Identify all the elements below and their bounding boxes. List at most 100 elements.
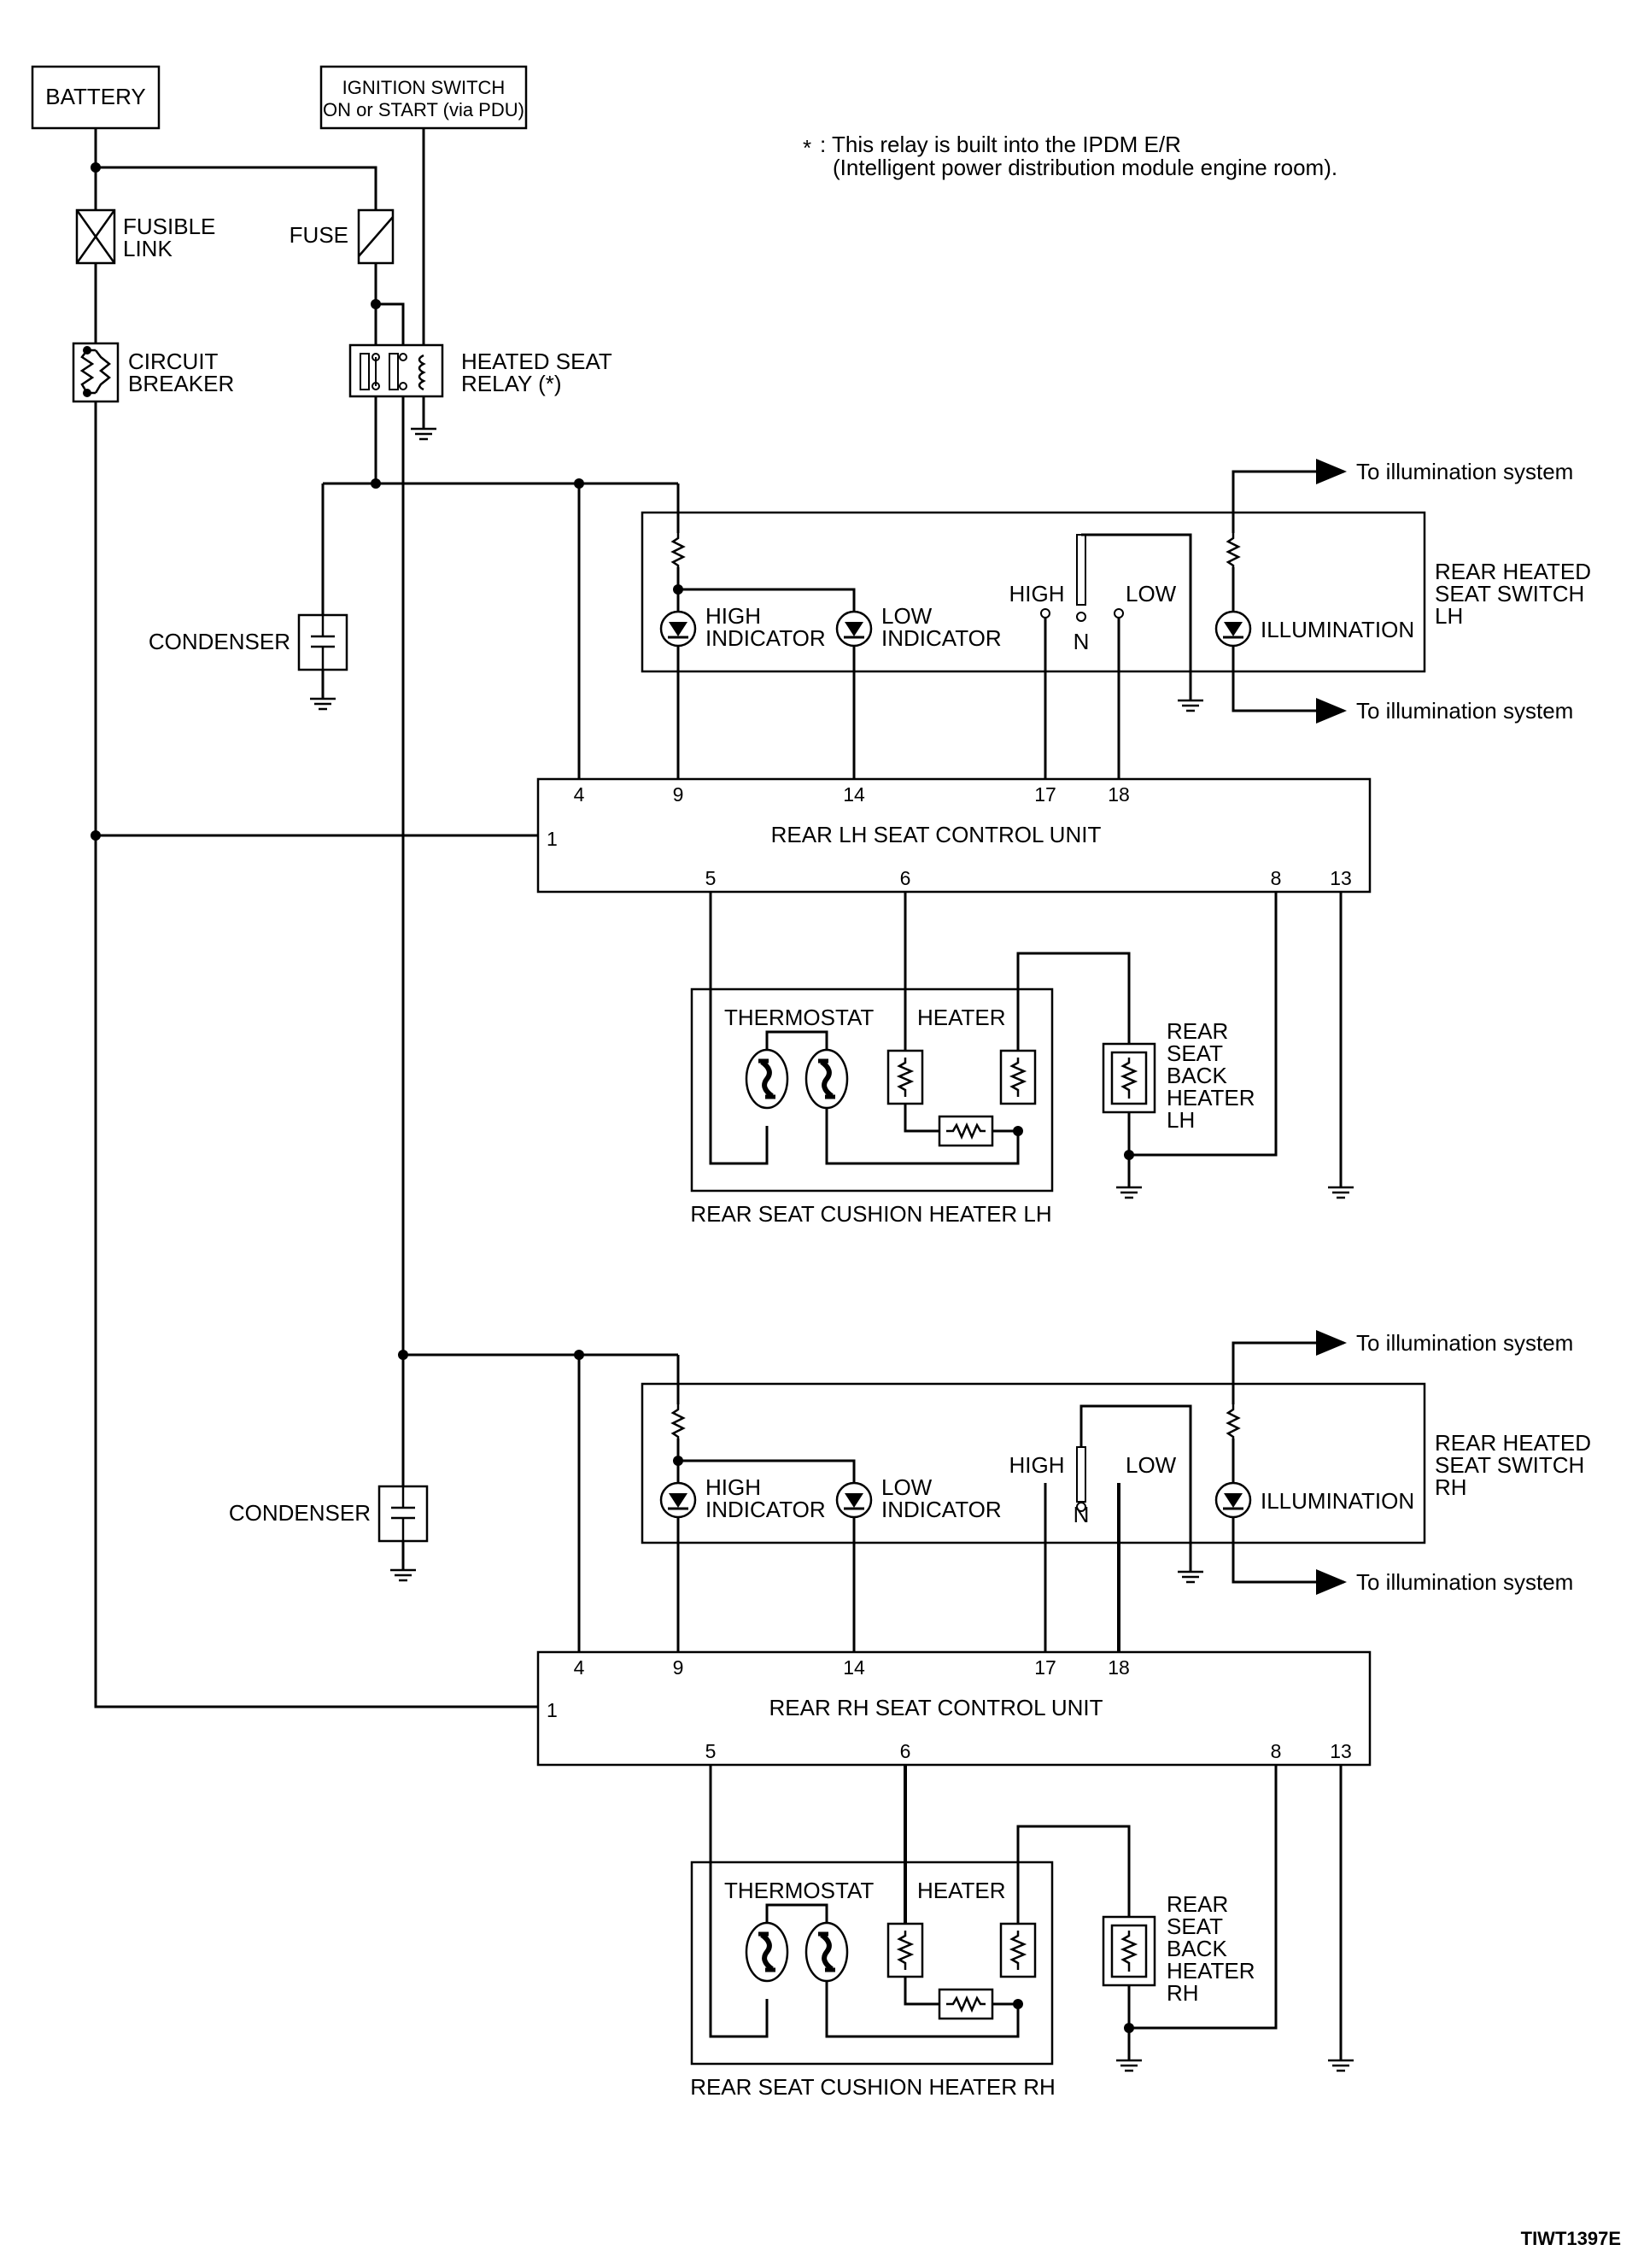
lh-low-indicator-label-1: LOW bbox=[881, 603, 933, 629]
lh-cushion-heater-box bbox=[690, 987, 1054, 1193]
lh-heater-element-2-icon bbox=[999, 1049, 1037, 1105]
lh-pin-6: 6 bbox=[900, 867, 911, 889]
battery-box bbox=[31, 65, 161, 130]
rh-low-indicator-label-2: INDICATOR bbox=[881, 1497, 1002, 1522]
lh-back-heater-label-1: REAR bbox=[1167, 1018, 1228, 1044]
rh-pin-8: 8 bbox=[1271, 1740, 1282, 1762]
lh-pin-18: 18 bbox=[1108, 783, 1130, 806]
rh-cushion-heater-label: REAR SEAT CUSHION HEATER RH bbox=[690, 2074, 1056, 2100]
rh-high-indicator-label-2: INDICATOR bbox=[705, 1497, 826, 1522]
rh-low-indicator-icon bbox=[835, 1481, 873, 1519]
lh-switch-low-terminal bbox=[1114, 608, 1124, 618]
rh-thermostat-out-wire bbox=[825, 1980, 1020, 2038]
rh-heater-link-wire bbox=[904, 1977, 939, 2006]
circuit-breaker-label-2: BREAKER bbox=[128, 371, 234, 396]
rh-pin5-wire bbox=[709, 1765, 769, 2038]
lh-switch-high-terminal bbox=[1040, 608, 1050, 618]
fusible-link-label-2: LINK bbox=[123, 236, 173, 261]
lh-heater-element-3-icon bbox=[938, 1115, 994, 1147]
ignition-label-1: IGNITION SWITCH bbox=[342, 77, 506, 98]
lh-control-unit-label: REAR LH SEAT CONTROL UNIT bbox=[771, 822, 1102, 847]
rh-thermostat-2-icon bbox=[806, 1923, 847, 1981]
rh-back-heater-icon bbox=[1102, 1915, 1156, 1987]
rh-illum-bottom-wire bbox=[1232, 1517, 1347, 1595]
rh-high-indicator-icon bbox=[659, 1481, 697, 1519]
rh-pin-18: 18 bbox=[1108, 1656, 1130, 1679]
lh-heater-top-wire bbox=[1016, 952, 1131, 1051]
note-line-1: : This relay is built into the IPDM E/R bbox=[820, 132, 1181, 157]
lh-back-heater-label-5: LH bbox=[1167, 1107, 1195, 1133]
fuse-icon bbox=[357, 208, 395, 265]
lh-thermostat-1-icon bbox=[746, 1050, 787, 1108]
relay-label-2: RELAY (*) bbox=[461, 371, 562, 396]
lh-heater-link-wire bbox=[904, 1104, 939, 1133]
battery-label: BATTERY bbox=[45, 84, 146, 109]
lh-switch-lever-icon bbox=[1076, 534, 1086, 622]
lh-pin-8: 8 bbox=[1271, 867, 1282, 889]
lh-pin-13: 13 bbox=[1330, 867, 1352, 889]
rh-condenser-icon bbox=[377, 1485, 429, 1543]
note-star: * bbox=[803, 135, 811, 161]
rh-seat-switch-box bbox=[641, 1382, 1426, 1544]
fuse-feed-wire bbox=[96, 166, 377, 210]
lh-illumination-label: ILLUMINATION bbox=[1261, 617, 1414, 642]
lh-back-heater-icon bbox=[1102, 1042, 1156, 1114]
rh-back-heater-label-2: SEAT bbox=[1167, 1913, 1223, 1939]
lh-thermostat-2-icon bbox=[806, 1050, 847, 1108]
lh-illumination-icon bbox=[1214, 610, 1252, 648]
note-line-2: (Intelligent power distribution module e… bbox=[833, 155, 1337, 180]
lh-illum-bottom-label: To illumination system bbox=[1356, 698, 1573, 724]
lh-pin-4: 4 bbox=[574, 783, 585, 806]
fusible-link-icon bbox=[75, 208, 116, 265]
lh-condenser-label: CONDENSER bbox=[149, 629, 290, 654]
lh-pin-5: 5 bbox=[705, 867, 717, 889]
rh-back-heater-label-4: HEATER bbox=[1167, 1958, 1255, 1984]
rh-pin-4: 4 bbox=[574, 1656, 585, 1679]
fusible-link-label-1: FUSIBLE bbox=[123, 214, 215, 239]
rh-back-heater-label-1: REAR bbox=[1167, 1891, 1228, 1917]
lh-indicator-bus-wire bbox=[676, 567, 856, 612]
rh-heater-top-wire bbox=[1016, 1825, 1131, 1924]
rh-thermostat-label: THERMOSTAT bbox=[724, 1878, 874, 1903]
lh-switch-title-3: LH bbox=[1435, 603, 1463, 629]
lh-heater-label: HEATER bbox=[917, 1005, 1006, 1030]
lh-heater-element-1-icon bbox=[886, 1049, 924, 1105]
lh-back-heater-bottom-wire bbox=[1127, 892, 1278, 1157]
circuit-breaker-label-1: CIRCUIT bbox=[128, 349, 219, 374]
rh-heater-element-3-icon bbox=[938, 1988, 994, 2020]
rh-illum-top-wire bbox=[1232, 1330, 1347, 1404]
rh-cushion-heater-box bbox=[690, 1861, 1054, 2066]
lh-seat-switch-box bbox=[641, 511, 1426, 673]
rh-pin-9: 9 bbox=[673, 1656, 684, 1679]
rh-illum-top-label: To illumination system bbox=[1356, 1330, 1573, 1356]
rh-low-indicator-label-1: LOW bbox=[881, 1474, 933, 1500]
lh-switch-title-1: REAR HEATED bbox=[1435, 559, 1591, 584]
lh-thermostat-out-wire bbox=[825, 1107, 1020, 1165]
lh-switch-title-2: SEAT SWITCH bbox=[1435, 581, 1584, 607]
rh-pin-5: 5 bbox=[705, 1740, 717, 1762]
rh-thermostat-1-icon bbox=[746, 1923, 787, 1981]
rh-pin-17: 17 bbox=[1034, 1656, 1056, 1679]
rh-switch-high-label: HIGH bbox=[1009, 1452, 1065, 1478]
lh-back-heater-label-2: SEAT bbox=[1167, 1040, 1223, 1066]
rh-control-unit-box bbox=[536, 1650, 1372, 1767]
lh-illum-top-wire bbox=[1232, 459, 1347, 533]
lh-pin-17: 17 bbox=[1034, 783, 1056, 806]
rh-back-heater-label-5: RH bbox=[1167, 1980, 1199, 2006]
lh-condenser-icon bbox=[297, 613, 348, 671]
lh-high-indicator-icon bbox=[659, 610, 697, 648]
circuit-breaker-icon bbox=[72, 342, 120, 403]
rh-switch-title-3: RH bbox=[1435, 1474, 1467, 1500]
lh-back-heater-label-3: BACK bbox=[1167, 1063, 1227, 1088]
lh-thermostat-label: THERMOSTAT bbox=[724, 1005, 874, 1030]
heated-seat-relay-icon bbox=[348, 343, 444, 398]
lh-low-indicator-icon bbox=[835, 610, 873, 648]
lh-back-heater-label-4: HEATER bbox=[1167, 1085, 1255, 1111]
rh-heater-label: HEATER bbox=[917, 1878, 1006, 1903]
ignition-switch-box bbox=[319, 65, 528, 130]
figure-id: TIWT1397E bbox=[1521, 2228, 1621, 2249]
rh-heater-element-1-icon bbox=[886, 1922, 924, 1978]
lh-cushion-heater-label: REAR SEAT CUSHION HEATER LH bbox=[690, 1201, 1051, 1227]
rh-high-indicator-label-1: HIGH bbox=[705, 1474, 761, 1500]
lh-illum-bottom-wire bbox=[1232, 646, 1347, 724]
